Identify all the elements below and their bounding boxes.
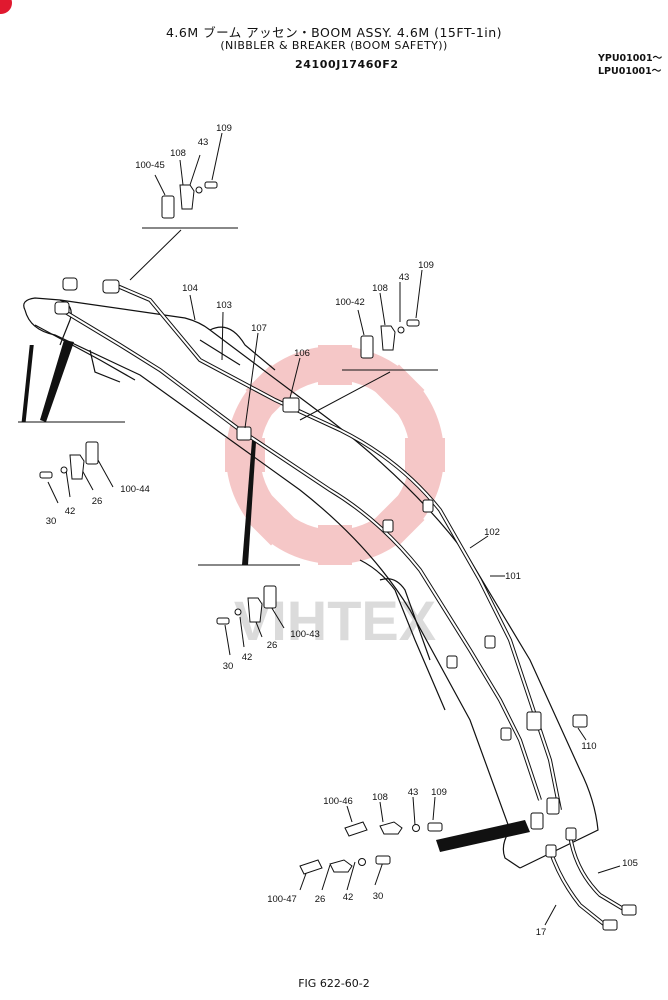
callout-105: 105 <box>622 858 638 869</box>
callout-26a: 26 <box>92 496 103 507</box>
bolt-30c-icon <box>375 855 391 865</box>
bracket-108a-icon <box>179 184 195 210</box>
callout-108a: 108 <box>170 148 186 159</box>
washer-42c-icon <box>358 858 366 866</box>
callout-110: 110 <box>581 741 596 752</box>
bracket-108c-icon <box>379 821 403 835</box>
callout-26c: 26 <box>315 894 326 905</box>
callout-107: 107 <box>251 323 267 334</box>
callout-42b: 42 <box>242 652 253 663</box>
callout-42c: 42 <box>343 892 354 903</box>
callout-100-46: 100-46 <box>323 796 353 807</box>
callout-43a: 43 <box>198 137 209 148</box>
pointer-arrows <box>21 340 530 852</box>
callout-106: 106 <box>294 348 310 359</box>
diagram-subtitle: (NIBBLER & BREAKER (BOOM SAFETY)) <box>220 39 448 52</box>
callout-108b: 108 <box>372 283 388 294</box>
serial-range-ypu: YPU01001～ <box>598 53 663 64</box>
clamps <box>54 277 637 931</box>
bolt-30a-icon <box>39 471 53 479</box>
diagram-title: 4.6M ブーム アッセン・BOOM ASSY. 4.6M (15FT-1in) <box>165 25 503 40</box>
callout-108c: 108 <box>372 792 388 803</box>
callout-102: 102 <box>484 527 500 538</box>
boom-body <box>23 297 599 869</box>
bracket-108b-icon <box>380 325 396 351</box>
callout-26b: 26 <box>267 640 278 651</box>
callout-101: 101 <box>505 571 521 582</box>
callout-43c: 43 <box>408 787 419 798</box>
callout-109b: 109 <box>418 260 434 271</box>
callout-100-47: 100-47 <box>267 894 297 905</box>
part-number: 24100J17460F2 <box>295 58 399 71</box>
leader-lines <box>18 132 621 926</box>
bolt-109c-icon <box>427 822 443 832</box>
serial-range-lpu: LPU01001～ <box>598 66 662 77</box>
callout-43b: 43 <box>399 272 410 283</box>
callout-109c: 109 <box>431 787 447 798</box>
clamp-106-icon <box>282 397 300 413</box>
callout-109a: 109 <box>216 123 232 134</box>
corner-marker-icon <box>0 0 12 14</box>
block-110-icon <box>526 711 542 731</box>
bolt-110-icon <box>572 714 588 728</box>
hardware-sets <box>39 181 443 875</box>
plate-100-43-icon <box>263 585 277 609</box>
callout-30b: 30 <box>223 661 234 672</box>
callout-104: 104 <box>182 283 198 294</box>
bolt-109b-icon <box>406 319 420 327</box>
plate-100-42-icon <box>360 335 374 359</box>
plate-100-44-icon <box>85 441 99 465</box>
callout-42a: 42 <box>65 506 76 517</box>
clamp-107-icon <box>236 426 252 441</box>
bracket-26b-icon <box>247 597 263 623</box>
callout-100-44: 100-44 <box>120 484 150 495</box>
bracket-26a-icon <box>69 454 85 480</box>
bolt-109a-icon <box>204 181 218 189</box>
callout-30a: 30 <box>46 516 57 527</box>
bracket-26c-icon <box>329 859 353 873</box>
washer-43b-icon <box>397 326 405 334</box>
plate-100-47-icon <box>299 859 323 875</box>
callout-100-43: 100-43 <box>290 629 320 640</box>
figure-reference: FIG 622-60-2 <box>298 977 370 990</box>
callout-30c: 30 <box>373 891 384 902</box>
plate-100-46-icon <box>344 821 368 837</box>
callout-17: 17 <box>536 927 547 938</box>
washer-43a-icon <box>195 186 203 194</box>
callout-100-45: 100-45 <box>135 160 165 171</box>
hydraulic-lines <box>60 283 627 927</box>
callout-labels: 109 43 108 100-45 104 103 109 43 108 100… <box>46 123 638 938</box>
callout-100-42: 100-42 <box>335 297 365 308</box>
watermark: VIHTEX <box>225 345 445 652</box>
washer-42b-icon <box>234 608 242 616</box>
washer-42a-icon <box>60 466 68 474</box>
callout-103: 103 <box>216 300 232 311</box>
washer-43c-icon <box>412 824 420 832</box>
plate-100-45-icon <box>161 195 175 219</box>
bolt-30b-icon <box>216 617 230 625</box>
